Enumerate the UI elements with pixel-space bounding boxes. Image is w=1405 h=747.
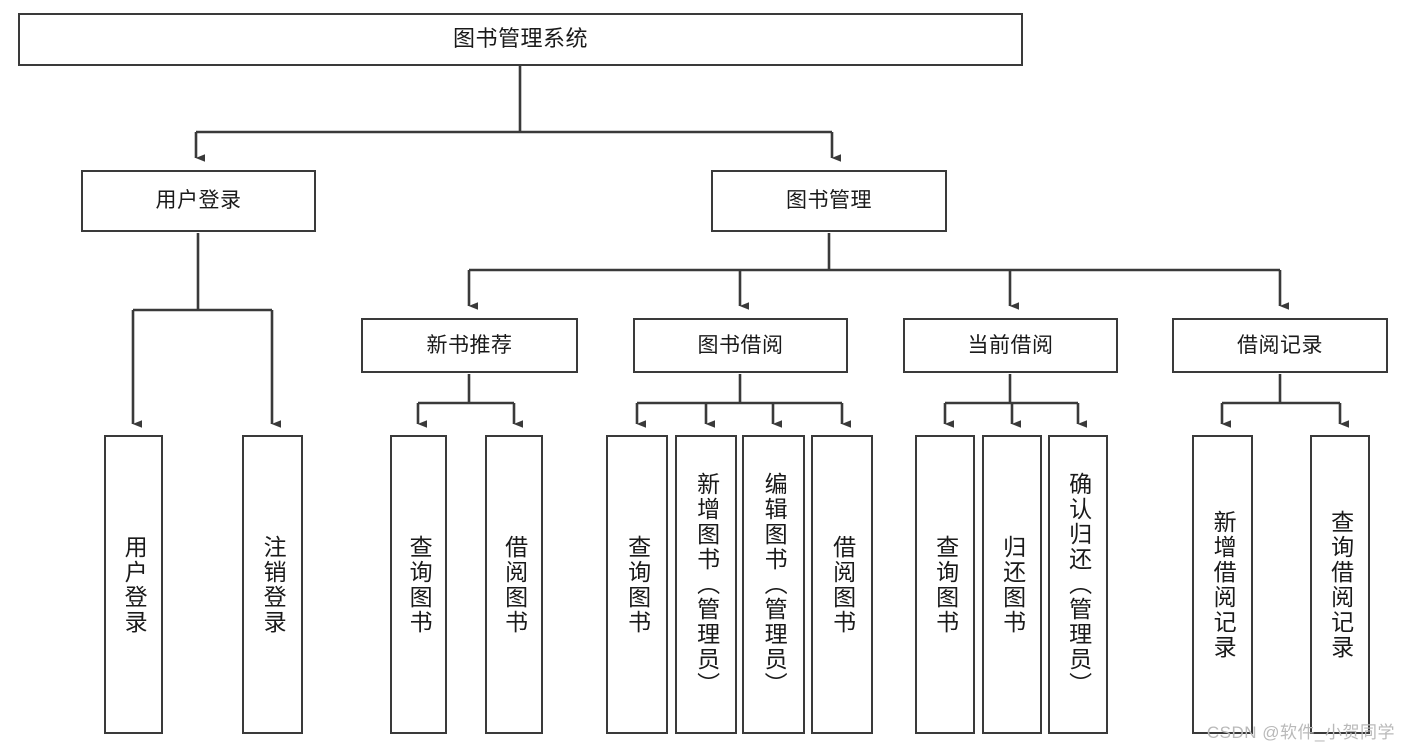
node-user-login[interactable]: 用户登录 <box>81 170 316 232</box>
node-root-system[interactable]: 图书管理系统 <box>18 13 1023 66</box>
node-leaf-query-book-recommend[interactable]: 查询图书 <box>390 435 447 734</box>
node-new-book-recommend[interactable]: 新书推荐 <box>361 318 578 373</box>
node-label: 编辑图书（管理员） <box>761 472 788 697</box>
node-label: 查询图书 <box>406 534 433 635</box>
node-leaf-borrow-book-recommend[interactable]: 借阅图书 <box>485 435 543 734</box>
node-book-management[interactable]: 图书管理 <box>711 170 947 232</box>
node-leaf-add-borrow-record[interactable]: 新增借阅记录 <box>1192 435 1253 734</box>
node-label: 用户登录 <box>121 534 148 635</box>
node-label: 图书管理系统 <box>452 26 588 52</box>
node-label: 查询图书 <box>624 534 651 635</box>
node-label: 借阅记录 <box>1237 333 1323 357</box>
node-label: 新书推荐 <box>426 333 513 357</box>
node-leaf-user-login[interactable]: 用户登录 <box>104 435 163 734</box>
node-borrow-record[interactable]: 借阅记录 <box>1172 318 1388 373</box>
node-leaf-query-book-borrow[interactable]: 查询图书 <box>606 435 668 734</box>
node-leaf-logout[interactable]: 注销登录 <box>242 435 303 734</box>
node-leaf-borrow-book[interactable]: 借阅图书 <box>811 435 873 734</box>
node-leaf-add-book-admin[interactable]: 新增图书（管理员） <box>675 435 737 734</box>
node-label: 查询借阅记录 <box>1327 509 1354 660</box>
node-leaf-return-book[interactable]: 归还图书 <box>982 435 1042 734</box>
node-label: 当前借阅 <box>967 333 1054 357</box>
node-leaf-query-borrow-record[interactable]: 查询借阅记录 <box>1310 435 1370 734</box>
node-label: 归还图书 <box>999 534 1026 635</box>
node-label: 图书借阅 <box>697 333 784 357</box>
watermark-text: CSDN @软件_小贺同学 <box>1206 723 1395 742</box>
node-label: 新增借阅记录 <box>1210 509 1237 660</box>
node-leaf-confirm-return-admin[interactable]: 确认归还（管理员） <box>1048 435 1108 734</box>
node-leaf-query-book-current[interactable]: 查询图书 <box>915 435 975 734</box>
node-label: 用户登录 <box>155 189 242 213</box>
node-label: 借阅图书 <box>501 534 528 635</box>
node-label: 新增图书（管理员） <box>693 472 720 697</box>
node-label: 查询图书 <box>932 534 959 635</box>
node-label: 注销登录 <box>260 534 287 635</box>
node-label: 借阅图书 <box>829 534 856 635</box>
node-label: 图书管理 <box>786 189 872 213</box>
node-leaf-edit-book-admin[interactable]: 编辑图书（管理员） <box>742 435 805 734</box>
node-current-borrow[interactable]: 当前借阅 <box>903 318 1118 373</box>
node-label: 确认归还（管理员） <box>1065 472 1092 697</box>
node-book-borrow[interactable]: 图书借阅 <box>633 318 848 373</box>
